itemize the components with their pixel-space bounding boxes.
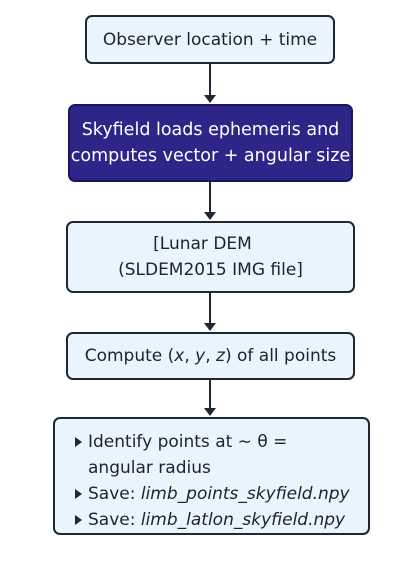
compute-sep2: ,: [205, 346, 217, 366]
dem-label-line1: [Lunar DEM: [153, 234, 252, 254]
connector-3: [209, 293, 211, 323]
compute-sep1: ,: [184, 346, 196, 366]
observer-node: Observer location + time: [85, 15, 335, 64]
triangle-bullet-icon: [75, 515, 82, 525]
save2-label: Save:: [88, 510, 141, 530]
compute-suffix: ) of all points: [224, 346, 337, 366]
dem-label-line2: (SLDEM2015 IMG file]: [118, 260, 303, 280]
arrow-down-icon: [204, 212, 216, 220]
bullet-save-latlon: Save: limb_latlon_skyfield.npy: [75, 507, 358, 533]
dem-node: [Lunar DEM (SLDEM2015 IMG file]: [66, 221, 355, 293]
compute-node: Compute (x, y, z) of all points: [66, 332, 355, 380]
compute-prefix: Compute (: [84, 346, 175, 366]
save1-label: Save:: [88, 484, 141, 504]
compute-z: z: [216, 346, 225, 366]
identify-line1: Identify points at ∼ θ =: [88, 432, 288, 452]
connector-1: [209, 64, 211, 95]
identify-line2: angular radius: [88, 458, 211, 478]
compute-y: y: [195, 346, 206, 366]
arrow-down-icon: [204, 95, 216, 103]
compute-label: Compute (x, y, z) of all points: [85, 343, 337, 369]
skyfield-label-line2: computes vector + angular size: [70, 146, 351, 166]
connector-2: [209, 182, 211, 212]
save1-file: limb_points_skyfield.npy: [140, 484, 350, 504]
arrow-down-icon: [204, 323, 216, 331]
observer-label: Observer location + time: [102, 29, 318, 50]
triangle-bullet-icon: [75, 437, 82, 447]
arrow-down-icon: [204, 408, 216, 416]
save2-file: limb_latlon_skyfield.npy: [140, 510, 346, 530]
compute-x: x: [174, 346, 185, 366]
output-node: Identify points at ∼ θ = angular radius …: [53, 417, 370, 535]
bullet-identify: Identify points at ∼ θ = angular radius: [75, 429, 358, 481]
triangle-bullet-icon: [75, 489, 82, 499]
connector-4: [209, 380, 211, 408]
skyfield-node: Skyfield loads ephemeris and computes ve…: [68, 104, 353, 182]
bullet-save-points: Save: limb_points_skyfield.npy: [75, 481, 358, 507]
skyfield-label-line1: Skyfield loads ephemeris and: [81, 120, 340, 140]
